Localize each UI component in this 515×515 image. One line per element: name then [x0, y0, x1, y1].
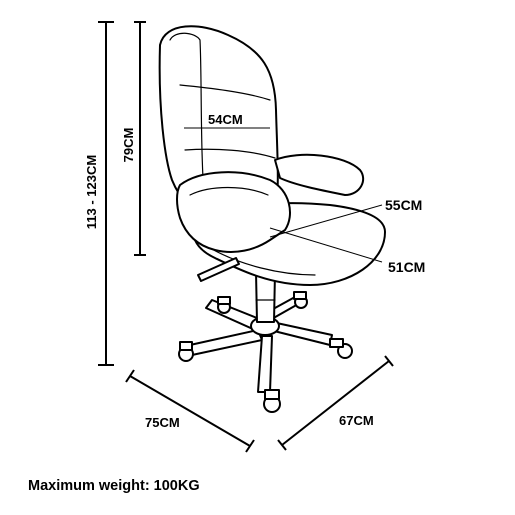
base-depth-label: 75CM [145, 415, 180, 430]
caster-wheels [178, 291, 353, 413]
overall-height-label: 113 - 123CM [84, 155, 99, 229]
back-width-label: 54CM [208, 112, 243, 127]
seat-width-label: 51CM [388, 259, 425, 275]
seat-depth-label: 55CM [385, 197, 422, 213]
tilt-lever [197, 257, 240, 282]
back-height-label: 79CM [121, 128, 136, 163]
max-weight-caption: Maximum weight: 100KG [28, 478, 200, 494]
base-width-label: 67CM [339, 413, 374, 428]
office-chair-illustration [158, 25, 386, 413]
chair-base [178, 271, 353, 413]
dimension-lines [98, 21, 394, 453]
